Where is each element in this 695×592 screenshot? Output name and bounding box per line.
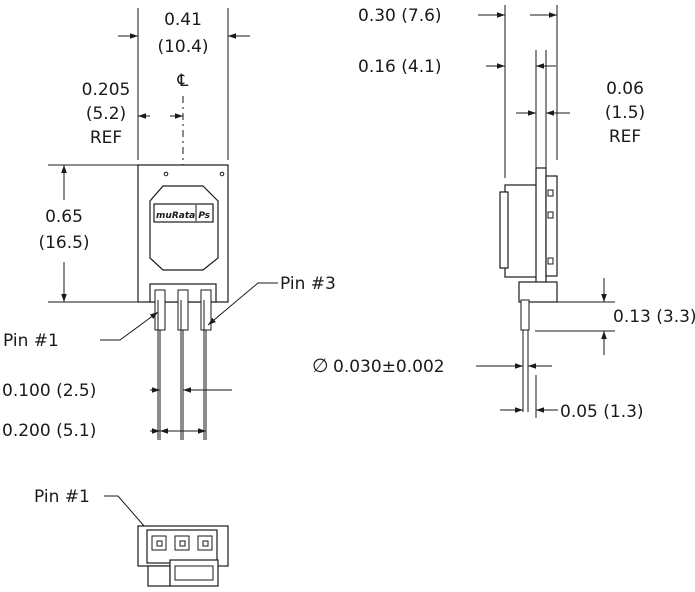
bottom-pin-3: [197, 535, 213, 551]
height-in-label: 0.65: [45, 207, 83, 227]
centerline-symbol: ℄: [177, 71, 189, 91]
pin1-label: Pin #1: [3, 331, 59, 351]
bottom-tab-center: [169, 559, 219, 587]
logo-text: muRata Ps: [156, 211, 211, 221]
side-shell-lip: [499, 191, 509, 269]
board-thk-ref-label: REF: [609, 127, 641, 147]
bottom-pin-3-core: [202, 540, 209, 547]
width-in-label: 0.41: [164, 10, 202, 30]
bottom-pin-1-core: [156, 540, 163, 547]
bottom-view: Pin #1: [34, 487, 229, 587]
pitch-label: 0.100 (2.5): [2, 381, 96, 401]
pin-diameter-label: 0.030±0.002: [333, 357, 445, 377]
bottom-tab-window: [174, 565, 214, 581]
half-width-in-label: 0.205: [82, 80, 131, 100]
half-width-mm-label: (5.2): [86, 104, 126, 124]
half-width-ref-label: REF: [90, 128, 122, 148]
height-mm-label: (16.5): [38, 233, 89, 253]
pin3-leader: [207, 282, 278, 326]
bottom-pin1-label: Pin #1: [34, 487, 90, 507]
bottom-pin-2-core: [179, 540, 186, 547]
pin-1-shoulder: [154, 289, 166, 331]
board-thk-in-label: 0.06: [606, 79, 644, 99]
pin-2-shoulder: [177, 289, 189, 331]
bottom-pin-2: [174, 535, 190, 551]
depth-label: 0.30 (7.6): [358, 6, 442, 26]
board-thk-mm-label: (1.5): [605, 103, 645, 123]
standoff-label: 0.13 (3.3): [613, 307, 695, 327]
mount-hole-left: [163, 171, 169, 177]
bottom-tab-left: [147, 565, 171, 587]
side-shell: [504, 184, 538, 278]
diameter-symbol: ∅: [312, 355, 329, 377]
pin-offset-label: 0.05 (1.3): [560, 402, 644, 422]
width-mm-label: (10.4): [157, 37, 208, 57]
side-view: 0.30 (7.6) 0.16 (4.1) 0.06 (1.5) REF 0.1…: [312, 5, 695, 422]
side-smd-2: [547, 211, 554, 219]
pin1-leader: [100, 311, 159, 341]
side-components: [545, 175, 558, 277]
side-pin-shoulder: [520, 299, 530, 331]
side-smd-1: [547, 189, 554, 197]
mount-hole-right: [219, 171, 225, 177]
label-octagon: [149, 185, 219, 271]
span-label: 0.200 (5.1): [2, 421, 96, 441]
front-view: 0.41 (10.4) ℄ 0.205 (5.2) REF 0.65 (16.5…: [2, 8, 336, 441]
bottom-pin-1: [151, 535, 167, 551]
side-smd-3: [547, 257, 554, 265]
board-offset-label: 0.16 (4.1): [358, 57, 442, 77]
side-board: [535, 167, 547, 285]
pin3-label: Pin #3: [280, 274, 336, 294]
side-pin-carrier: [518, 281, 558, 303]
logo-box: [153, 203, 214, 223]
